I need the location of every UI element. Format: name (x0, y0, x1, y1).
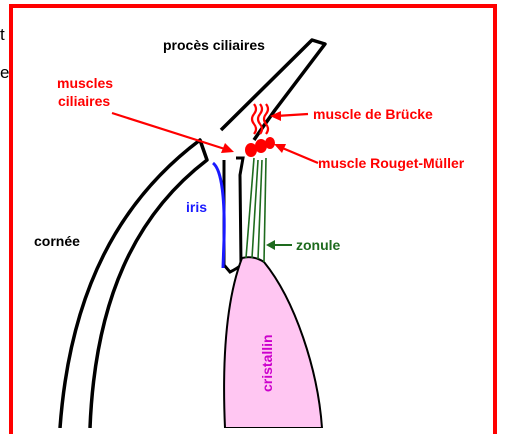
zonule-fibers (246, 158, 266, 262)
label-iris: iris (186, 199, 207, 215)
label-cristallin: cristallin (259, 334, 275, 392)
label-arrows (112, 111, 318, 163)
label-proces-ciliaires: procès ciliaires (163, 37, 265, 53)
ciliary-process-outline (221, 40, 325, 140)
cornea-outline (60, 140, 207, 428)
label-cornee: cornée (34, 233, 80, 249)
label-zonule: zonule (296, 237, 341, 253)
label-muscles-ciliaires-line1: muscles (57, 75, 113, 91)
label-muscles-ciliaires-line2: ciliaires (58, 93, 110, 109)
zonule-arrow (266, 240, 292, 250)
ciliary-body-outline (224, 158, 243, 272)
label-muscle-rouget-muller: muscle Rouget-Müller (318, 155, 465, 171)
label-muscle-brucke: muscle de Brücke (313, 106, 433, 122)
rouget-muller-muscle (245, 137, 275, 157)
